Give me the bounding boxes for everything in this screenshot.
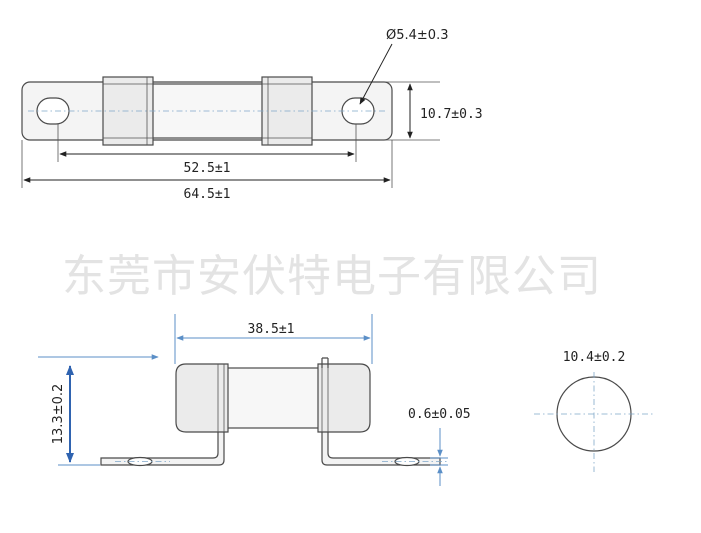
overall-length-label: 64.5±1 <box>184 187 231 202</box>
thickness-label: 0.6±0.05 <box>408 407 471 422</box>
end-diameter-label: 10.4±0.2 <box>563 350 626 365</box>
company-watermark: 东莞市安伏特电子有限公司 <box>62 251 602 302</box>
end-view: 10.4±0.2 <box>534 350 654 472</box>
height-label: 10.7±0.3 <box>420 107 483 122</box>
side-left-cap <box>175 363 229 433</box>
hole-diameter-label: Ø5.4±0.3 <box>386 28 448 43</box>
top-view: 52.5±1 64.5±1 10.7±0.3 Ø5.4±0.3 <box>21 28 483 202</box>
side-view: 38.5±1 13.3±0.2 0.6±0.05 <box>38 314 471 486</box>
mount-height-label: 13.3±0.2 <box>51 384 66 445</box>
hole-diameter-leader <box>359 43 393 105</box>
body-length-label: 38.5±1 <box>248 322 295 337</box>
hole-spacing-label: 52.5±1 <box>184 161 231 176</box>
side-right-cap <box>317 363 371 433</box>
side-fuse-body <box>217 367 329 429</box>
